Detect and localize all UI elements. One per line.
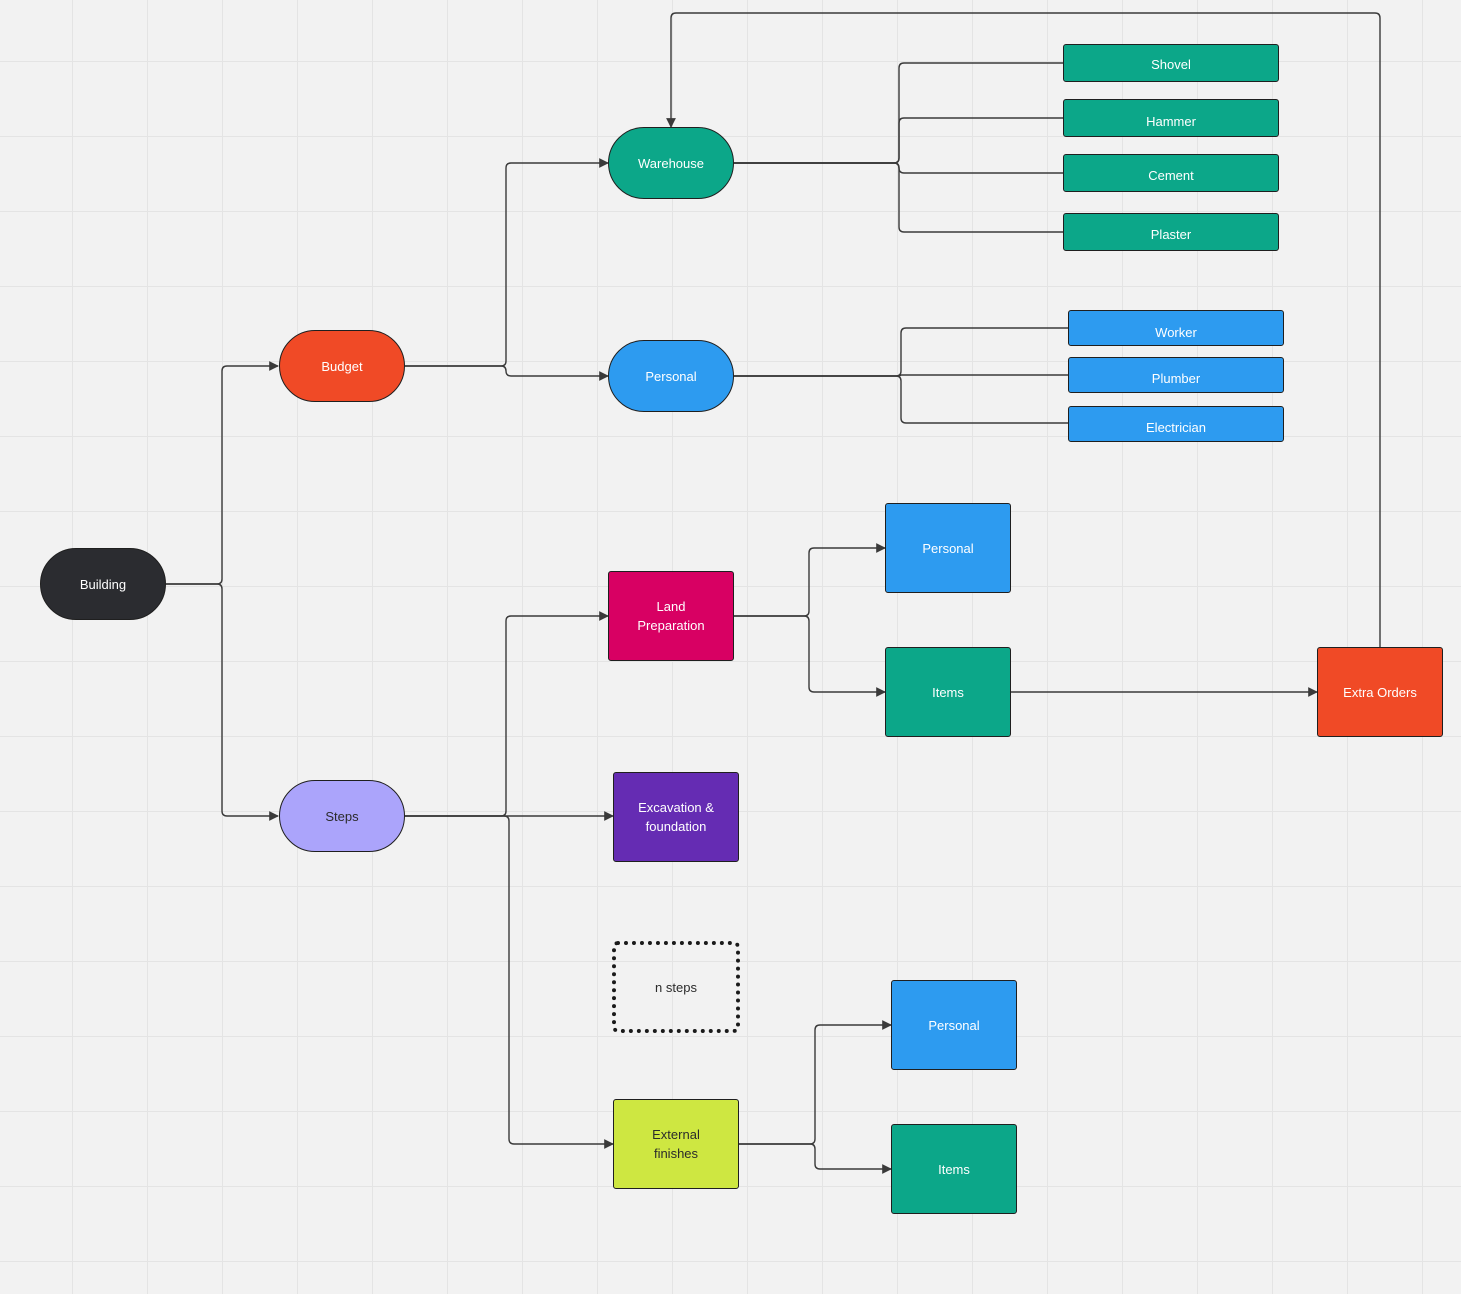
node-n-steps[interactable]: n steps [612, 941, 740, 1033]
node-excavation-foundation[interactable]: Excavation & foundation [613, 772, 739, 862]
connector-budget-warehouse [405, 158, 609, 367]
connector-budget-personal [405, 365, 609, 381]
connector-steps-land [405, 611, 609, 817]
node-land-preparation[interactable]: Land Preparation [608, 571, 734, 661]
node-worker[interactable]: Worker [1068, 310, 1284, 346]
node-electrician[interactable]: Electrician [1068, 406, 1284, 442]
connector-personal-worker [734, 327, 1068, 377]
connector-warehouse-plaster [734, 162, 1063, 233]
connector-warehouse-hammer [734, 117, 1063, 164]
node-personal[interactable]: Personal [608, 340, 734, 412]
node-steps[interactable]: Steps [279, 780, 405, 852]
connector-land-items [734, 615, 886, 697]
node-plumber[interactable]: Plumber [1068, 357, 1284, 393]
connector-finishes-items [739, 1143, 892, 1174]
node-extra-orders[interactable]: Extra Orders [1317, 647, 1443, 737]
connector-steps-finishes [405, 815, 614, 1149]
connector-building-steps [166, 583, 279, 821]
node-finishes-items[interactable]: Items [891, 1124, 1017, 1214]
node-plaster[interactable]: Plaster [1063, 213, 1279, 251]
connector-personal-electrician [734, 375, 1068, 424]
connector-land-personal [734, 543, 886, 617]
connector-extra-orders-warehouse [666, 12, 1381, 647]
node-shovel[interactable]: Shovel [1063, 44, 1279, 82]
node-finishes-personal[interactable]: Personal [891, 980, 1017, 1070]
node-building[interactable]: Building [40, 548, 166, 620]
node-warehouse[interactable]: Warehouse [608, 127, 734, 199]
node-external-finishes[interactable]: External finishes [613, 1099, 739, 1189]
node-hammer[interactable]: Hammer [1063, 99, 1279, 137]
connector-finishes-personal [739, 1020, 892, 1145]
node-cement[interactable]: Cement [1063, 154, 1279, 192]
node-land-items[interactable]: Items [885, 647, 1011, 737]
node-land-personal[interactable]: Personal [885, 503, 1011, 593]
node-budget[interactable]: Budget [279, 330, 405, 402]
connector-building-budget [166, 361, 279, 585]
